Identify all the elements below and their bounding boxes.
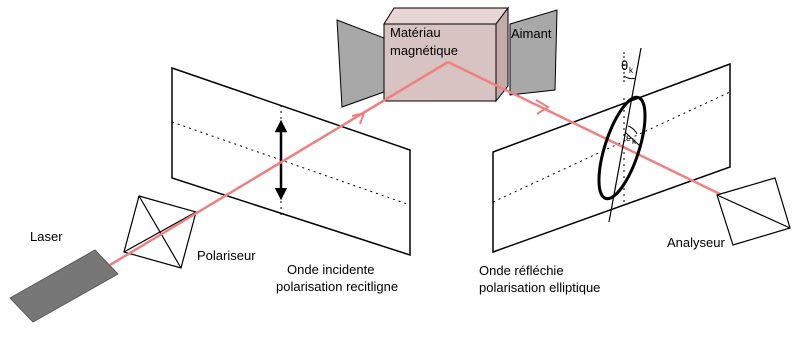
incident-plane-horizontal-dotted [171,121,411,206]
incident-beam [109,60,449,267]
incident-beam-arrowhead [351,111,366,125]
reflected-wave-plane [492,62,731,254]
analyzer [716,177,791,246]
label-onde-reflechie-line1: Onde réfléchie [479,263,564,278]
label-materiau-line1: Matériau [390,25,441,40]
label-polariseur: Polariseur [197,248,256,263]
label-theta: θ [621,58,628,73]
polarizer [123,195,197,269]
reflected-beam-arrowhead [535,99,550,115]
ellipse-minor-line [624,131,641,147]
ellipse-major-axis [608,47,642,223]
label-epsilon-subscript: k [632,137,637,146]
magnet-right [509,9,558,96]
label-materiau-line2: magnétique [390,43,458,58]
epsilon-angle-arc [627,125,638,135]
label-aimant: Aimant [511,26,552,41]
magnet-left [336,19,385,108]
polarization-ellipse [597,95,647,201]
label-onde-reflechie-line2: polarisation elliptique [479,280,600,295]
label-epsilon: ε [626,133,631,144]
label-onde-incidente-line1: Onde incidente [287,262,374,277]
label-theta-subscript: k [629,66,634,75]
magnetic-material-cube [383,6,509,103]
incident-wave-plane [171,66,411,257]
laser-body [9,249,119,323]
label-analyseur: Analyseur [667,235,725,250]
label-onde-incidente-line2: polarisation recitligne [276,279,398,294]
reflected-plane-horizontal-dotted [492,91,731,203]
theta-angle-arc [623,75,637,80]
label-laser: Laser [30,229,63,244]
